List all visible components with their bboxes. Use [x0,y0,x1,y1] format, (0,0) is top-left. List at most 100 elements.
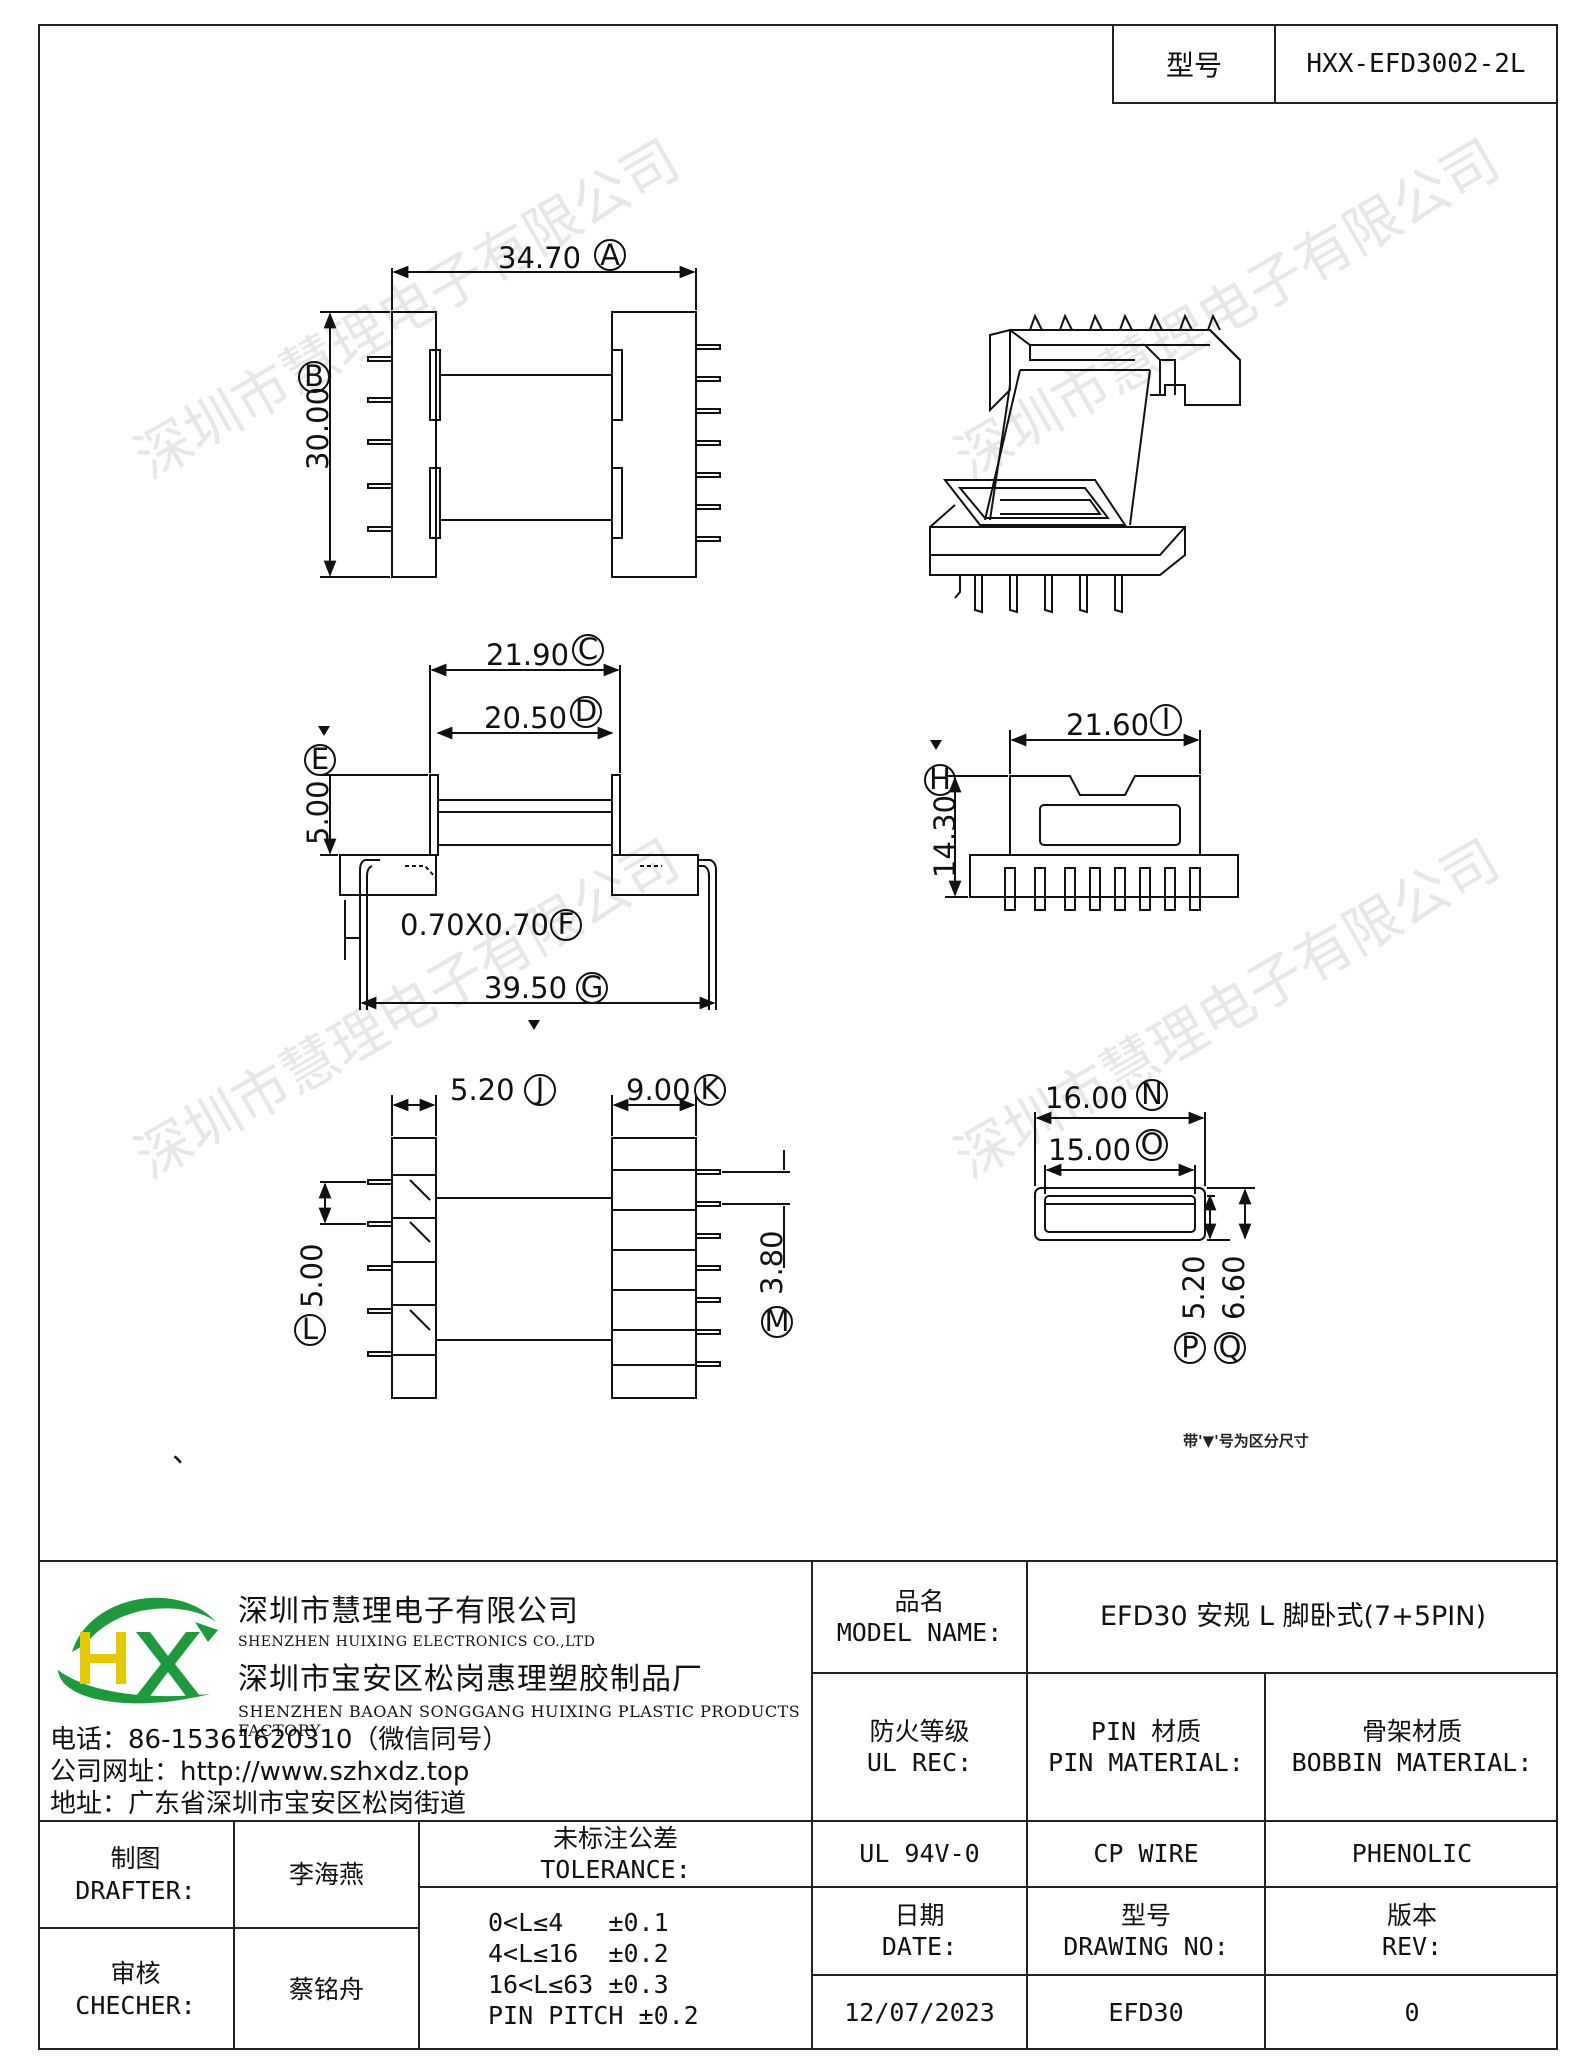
dim-O-badge: O [1136,1127,1168,1161]
drawing-no-value: EFD30 [1108,1998,1184,2028]
dim-M-badge: M [761,1304,793,1338]
model-name-value: EFD30 安规 L 脚卧式(7+5PIN) [1099,1601,1486,1633]
dim-G-letter: G [581,970,603,1004]
factory-name-en: SHENZHEN BAOAN SONGGANG HUIXING PLASTIC … [238,1702,801,1740]
ul-rec-label-cn: 防火等级 [869,1716,970,1746]
dim-Q-badge: Q [1214,1330,1246,1364]
date-value-cell: 12/07/2023 [811,1974,1026,2050]
isometric-bottom-pins [954,575,1123,614]
pin-material-value-cell: CP WIRE [1026,1820,1264,1886]
tolerance-label-cell: 未标注公差 TOLERANCE: [418,1820,811,1886]
checker-label-en: CHECHER: [75,1990,196,2020]
drawing-no-value-cell: EFD30 [1026,1974,1264,2050]
dim-K-letter: K [700,1072,720,1106]
stray-mark: 、 [172,1435,201,1469]
model-number-box: 型号 HXX-EFD3002-2L [1112,24,1558,104]
dim-O-value: 15.00 [1048,1133,1131,1167]
dim-D-letter: D [575,694,597,728]
dim-L-value: 5.00 [295,1243,329,1308]
pin-material-label-cell: PIN 材质 PIN MATERIAL: [1026,1672,1264,1820]
end-view [1034,1111,1255,1241]
dim-J-badge: J [524,1072,556,1106]
date-label-en: DATE: [881,1932,958,1961]
company-name-cn: 深圳市慧理电子有限公司 [238,1594,579,1629]
dim-F-value: 0.70X0.70 [400,908,549,942]
drafter-value: 李海燕 [288,1859,364,1889]
dim-Q-value: 6.60 [1217,1255,1251,1320]
dim-I-letter: I [1162,702,1171,736]
drawing-frame [38,24,1558,2050]
top-view-right-pins [695,344,721,542]
dim-L-letter: L [302,1312,318,1346]
drafter-value-cell: 李海燕 [233,1820,418,1927]
technical-drawing: 深圳市慧理电子有限公司 深圳市慧理电子有限公司 深圳市慧理电子有限公司 深圳市慧… [125,128,1511,1469]
rev-label-cn: 版本 [1386,1900,1437,1930]
watermark-1: 深圳市慧理电子有限公司 [125,128,691,492]
drawing-no-label-cell: 型号 DRAWING NO: [1026,1886,1264,1974]
bottom-view-right-slots [612,1169,721,1367]
dim-E-value: 5.00 [301,780,335,845]
dim-P-value: 5.20 [1177,1255,1211,1320]
isometric-top-pins [1029,313,1221,331]
dim-C-letter: C [578,632,598,666]
dim-I-badge: I [1150,702,1182,736]
dim-H-letter: H [929,762,951,796]
dim-N-badge: N [1136,1077,1168,1111]
tolerance-row-2: 4<L≤16 ±0.2 [488,1938,669,1968]
drawing-no-label-cn: 型号 [1120,1900,1171,1930]
dim-N-value: 16.00 [1045,1081,1128,1115]
pin-material-label-cn: PIN 材质 [1090,1716,1202,1746]
dim-A-letter: A [600,238,620,272]
front-view [945,730,1239,911]
dim-F-badge: F [550,907,582,941]
distinguish-note: 带'▼'号为区分尺寸 [1183,1432,1309,1450]
company-name-en: SHENZHEN HUIXING ELECTRONICS CO.,LTD [238,1634,596,1650]
tolerance-row-4: PIN PITCH ±0.2 [488,2001,699,2031]
pin-material-label-en: PIN MATERIAL: [1048,1748,1244,1777]
ul-rec-value-cell: UL 94V-0 [811,1820,1026,1886]
side-view [320,663,717,1010]
rev-label-en: REV: [1381,1932,1443,1961]
tolerance-label-cn: 未标注公差 [552,1823,678,1853]
dim-J-letter: J [534,1072,545,1106]
dim-O-letter: O [1141,1127,1164,1161]
dim-E-badge: E [304,742,336,776]
drafter-label-cn: 制图 [110,1844,161,1874]
dim-P-badge: P [1174,1330,1206,1364]
dim-Q-letter: Q [1219,1330,1242,1364]
ul-rec-label-cell: 防火等级 UL REC: [811,1672,1026,1820]
checker-value-cell: 蔡铭舟 [233,1927,418,2050]
dim-C-badge: C [572,632,604,666]
dim-K-value: 9.00 [626,1073,691,1107]
dim-A-badge: A [594,238,626,272]
company-info: 深圳市慧理电子有限公司 SHENZHEN HUIXING ELECTRONICS… [38,1562,811,1820]
factory-name-cn: 深圳市宝安区松岗惠理塑胶制品厂 [238,1662,703,1697]
website-link[interactable]: 公司网址：http://www.szhxdz.top [50,1757,470,1787]
checker-label-cell: 审核 CHECHER: [38,1927,233,2050]
ul-rec-label-en: UL REC: [866,1748,973,1777]
model-name-label-cn: 品名 [894,1586,945,1616]
dim-H-badge: H [924,762,956,796]
date-label-cell: 日期 DATE: [811,1886,1026,1974]
dimension-labels: 34.70 A 30.00 B 21.90 C 20.50 D 5.00 E 0… [172,238,1309,1469]
company-logo-icon [58,1597,218,1704]
top-view [320,265,721,578]
checker-value: 蔡铭舟 [288,1974,364,2004]
drafter-label-cell: 制图 DRAFTER: [38,1820,233,1927]
dim-F-letter: F [558,907,575,941]
bottom-view-left-slots [367,1174,436,1357]
dim-M-letter: M [764,1304,789,1338]
dim-J-value: 5.20 [450,1073,515,1107]
dim-D-value: 20.50 [484,701,567,735]
dim-N-letter: N [1141,1077,1163,1111]
dim-H-value: 14.30 [928,795,962,878]
ul-rec-value: UL 94V-0 [859,1839,980,1869]
model-name-value-cell: EFD30 安规 L 脚卧式(7+5PIN) [1026,1562,1558,1672]
checker-label-cn: 审核 [110,1959,161,1989]
drawing-no-label-en: DRAWING NO: [1063,1932,1229,1961]
bobbin-material-value: PHENOLIC [1351,1839,1473,1869]
dim-E-letter: E [311,742,329,776]
top-view-left-pins [367,356,393,532]
drafter-label-en: DRAFTER: [75,1875,196,1905]
bobbin-material-value-cell: PHENOLIC [1264,1820,1558,1886]
